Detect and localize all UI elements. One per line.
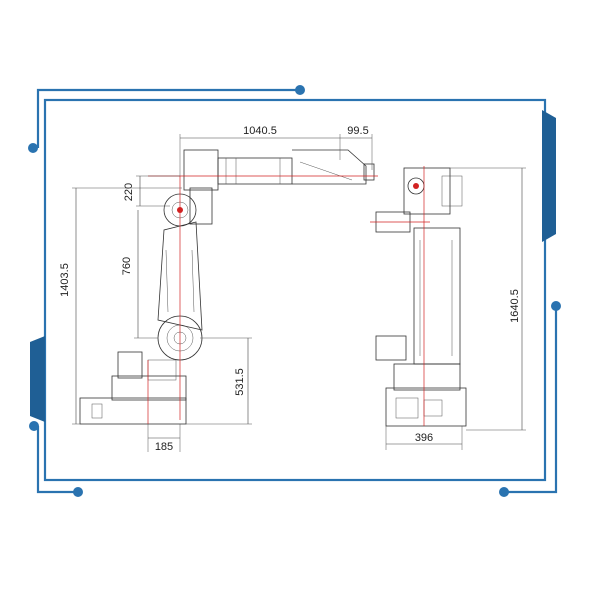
side-wrist-detail xyxy=(299,161,353,181)
frame-left-tab xyxy=(30,336,45,422)
side-base-detail xyxy=(91,403,103,419)
side-view-robot xyxy=(79,149,378,425)
front-motor xyxy=(441,175,463,207)
side-motor-box xyxy=(147,359,177,381)
frame-node-right xyxy=(551,301,561,311)
frame-right-line xyxy=(504,306,558,494)
dim-base-offset-label: 185 xyxy=(155,441,173,453)
front-arm-edges xyxy=(419,240,453,356)
side-lower-arm-edges xyxy=(165,249,195,313)
frame-main-box xyxy=(43,98,547,482)
side-cable-box xyxy=(117,351,143,379)
dim-wrist-offset-label: 99.5 xyxy=(347,125,368,137)
front-base-panel-right xyxy=(423,399,443,417)
side-base-plate xyxy=(79,397,187,425)
front-base-panel-left xyxy=(395,397,419,419)
side-forearm-base xyxy=(183,149,219,191)
dim-base-width-label: 396 xyxy=(415,432,433,444)
side-lower-arm xyxy=(157,221,203,331)
side-forearm-ribs xyxy=(225,158,281,184)
front-cable-box xyxy=(375,335,407,361)
dim-front-height-label: 1640.5 xyxy=(509,289,521,323)
frame-node-top xyxy=(295,85,305,95)
dim-base-height-label: 531.5 xyxy=(234,368,246,396)
front-head xyxy=(403,167,451,215)
frame-node-left-lower xyxy=(29,421,39,431)
decorative-frame xyxy=(28,85,561,497)
dim-shoulder-label: 220 xyxy=(123,183,135,201)
dim-arm-label: 760 xyxy=(121,257,133,275)
front-head-center xyxy=(413,183,419,189)
frame-left-bottom-line xyxy=(36,426,78,494)
side-wrist xyxy=(292,149,367,185)
front-turntable xyxy=(393,363,461,391)
side-base-block xyxy=(111,375,187,401)
front-base xyxy=(385,387,467,427)
side-dimensions: 1040.5 99.5 220 1403.5 760 531.5 185 xyxy=(59,125,373,453)
frame-node-bottom-left xyxy=(73,487,83,497)
frame-node-bottom-right xyxy=(499,487,509,497)
dim-reach-label: 1040.5 xyxy=(243,125,277,137)
side-elbow-housing xyxy=(189,187,213,225)
frame-top-left-line xyxy=(36,88,300,148)
front-view-robot xyxy=(370,166,467,427)
frame-right-tab xyxy=(542,110,556,242)
front-arm xyxy=(413,227,461,365)
frame-node-left-upper xyxy=(28,143,38,153)
dim-total-height-label: 1403.5 xyxy=(59,263,71,297)
front-dimensions: 1640.5 396 xyxy=(385,167,526,450)
side-forearm xyxy=(217,157,293,185)
side-flange xyxy=(363,163,375,181)
